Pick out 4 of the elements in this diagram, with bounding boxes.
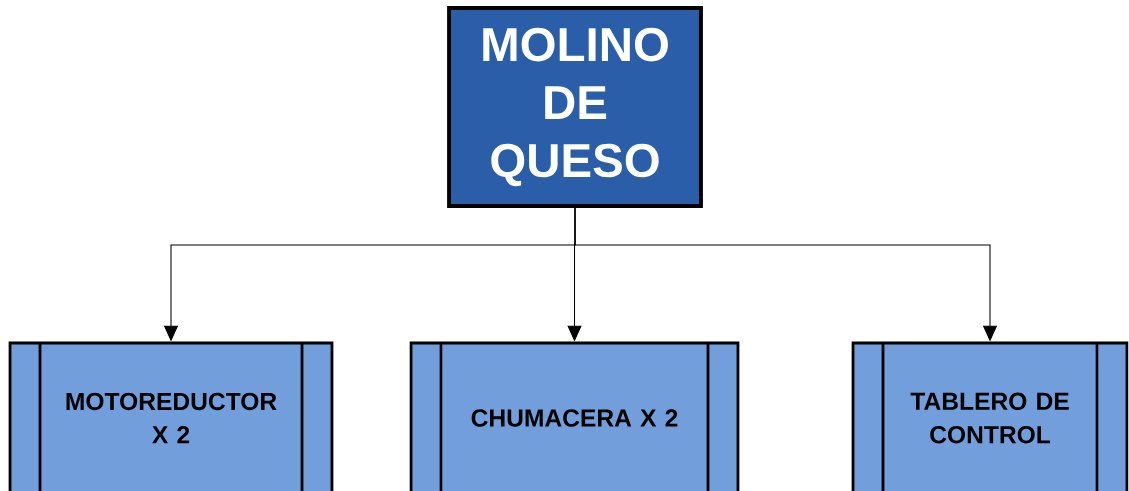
process-box: MOTOREDUCTOR X 2 (8, 341, 334, 491)
process-box: TABLERO DE CONTROL (851, 341, 1129, 491)
process-box: CHUMACERA X 2 (409, 341, 740, 491)
title-box: MOLINO DE QUESO (447, 6, 703, 208)
